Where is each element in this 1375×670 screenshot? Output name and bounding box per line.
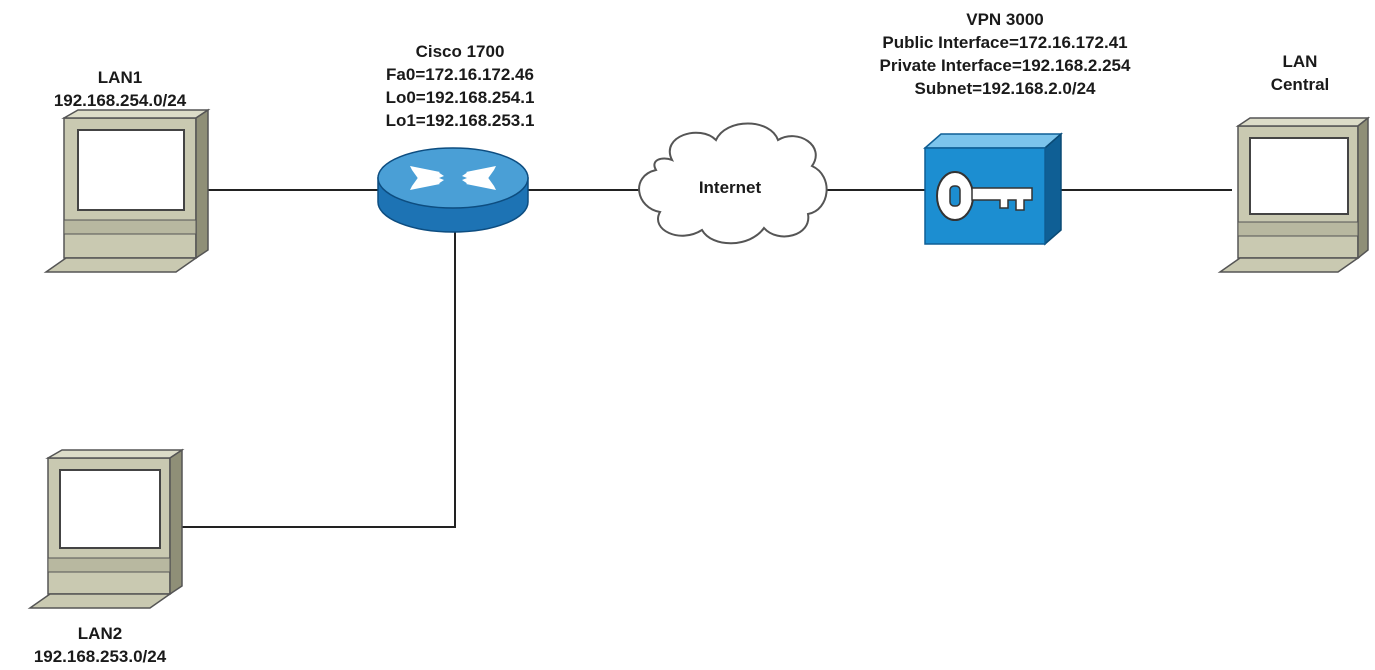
vpn-private-interface: Private Interface=192.168.2.254: [879, 56, 1131, 75]
internet-text: Internet: [698, 178, 762, 197]
lan1-subnet: 192.168.254.0/24: [53, 91, 187, 110]
lan2-name: LAN2: [77, 624, 123, 643]
router-lo0: Lo0=192.168.254.1: [385, 88, 535, 107]
vpn-label: VPN 3000 Public Interface=172.16.172.41 …: [820, 8, 1190, 100]
vpn-name: VPN 3000: [966, 10, 1044, 29]
router-icon: [377, 147, 529, 233]
vpn-public-interface: Public Interface=172.16.172.41: [882, 33, 1128, 52]
lan1-name: LAN1: [97, 68, 143, 87]
router-lo1: Lo1=192.168.253.1: [385, 111, 535, 130]
links: [178, 189, 1232, 528]
cloud-icon: [638, 122, 828, 245]
lan-central-name-line1: LAN: [1282, 52, 1318, 71]
internet-label: Internet: [670, 176, 790, 199]
pc-icon: [27, 448, 185, 609]
vpn-concentrator-icon: [923, 132, 1063, 246]
lan-central-label: LAN Central: [1240, 50, 1360, 96]
router-fa0: Fa0=172.16.172.46: [386, 65, 534, 84]
lan1-label: LAN1 192.168.254.0/24: [30, 66, 210, 112]
router-label: Cisco 1700 Fa0=172.16.172.46 Lo0=192.168…: [360, 40, 560, 132]
vpn-subnet: Subnet=192.168.2.0/24: [914, 79, 1096, 98]
pc-icon: [43, 108, 211, 273]
lan2-label: LAN2 192.168.253.0/24: [10, 622, 190, 668]
lan-central-name-line2: Central: [1270, 75, 1330, 94]
pc-icon: [1217, 116, 1371, 273]
router-name: Cisco 1700: [415, 42, 505, 61]
lan2-subnet: 192.168.253.0/24: [33, 647, 167, 666]
link-router-lan2: [178, 230, 456, 528]
